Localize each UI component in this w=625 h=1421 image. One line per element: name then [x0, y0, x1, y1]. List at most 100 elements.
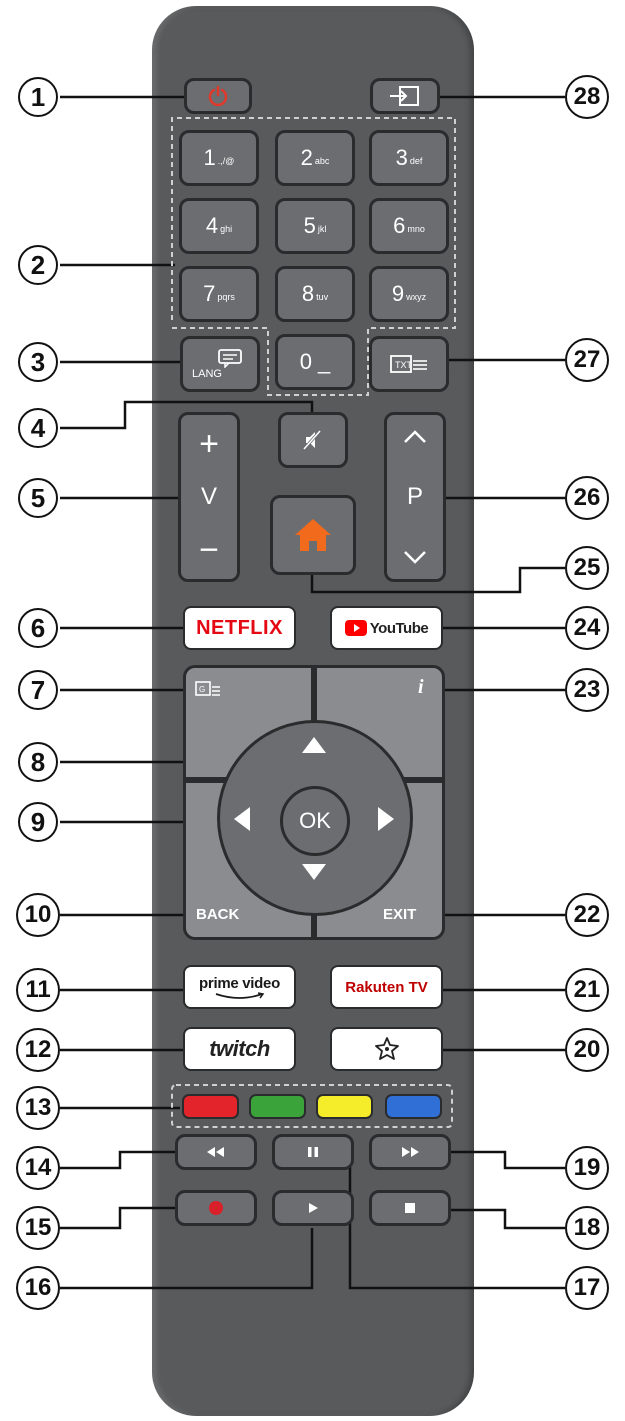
- callout-25: 25: [565, 546, 609, 590]
- my-button-icon: [374, 1037, 399, 1060]
- key-3-digit: 3: [395, 145, 408, 170]
- ok-button[interactable]: OK: [280, 786, 350, 856]
- source-button[interactable]: [370, 78, 440, 114]
- prime-smile-icon: [215, 991, 264, 999]
- pause-button[interactable]: [272, 1134, 354, 1170]
- key-7-letters: pqrs: [217, 292, 235, 302]
- key-8-letters: tuv: [316, 292, 329, 302]
- mute-button[interactable]: [278, 412, 348, 468]
- netflix-button[interactable]: NETFLIX: [183, 606, 296, 650]
- stop-button[interactable]: [369, 1190, 451, 1226]
- callout-7: 7: [18, 670, 58, 710]
- callout-13: 13: [16, 1086, 60, 1130]
- callout-2: 2: [18, 245, 58, 285]
- guide-icon: G: [195, 681, 220, 696]
- fast-forward-icon: [402, 1147, 419, 1157]
- youtube-logo: YouTube: [369, 619, 429, 637]
- callout-23: 23: [565, 668, 609, 712]
- program-rocker[interactable]: P: [384, 412, 446, 582]
- key-4-digit: 4: [205, 213, 219, 238]
- callout-22: 22: [565, 893, 609, 937]
- dpad-left-button[interactable]: [232, 805, 252, 833]
- callout-20: 20: [565, 1028, 609, 1072]
- callout-9: 9: [18, 802, 58, 842]
- green-key[interactable]: [249, 1094, 306, 1119]
- callout-28: 28: [565, 75, 609, 119]
- power-icon: [208, 85, 228, 107]
- key-1[interactable]: 1.,/@: [179, 130, 259, 186]
- lang-subtitle-icon: [218, 349, 242, 368]
- youtube-button[interactable]: YouTube: [330, 606, 443, 650]
- volume-label: V: [200, 483, 217, 510]
- home-button[interactable]: [270, 495, 356, 575]
- program-down-button[interactable]: [402, 549, 428, 565]
- key-6-letters: mno: [407, 224, 425, 234]
- youtube-play-icon: [344, 620, 367, 636]
- callout-10: 10: [16, 893, 60, 937]
- key-1-digit: 1: [203, 145, 216, 170]
- key-0-digit: 0: [299, 349, 312, 374]
- twitch-logo: twitch: [209, 1036, 270, 1061]
- yellow-key[interactable]: [316, 1094, 373, 1119]
- blue-key[interactable]: [385, 1094, 442, 1119]
- red-key[interactable]: [182, 1094, 239, 1119]
- key-5-letters: jkl: [317, 224, 327, 234]
- twitch-button[interactable]: twitch: [183, 1027, 296, 1071]
- callout-1: 1: [18, 77, 58, 117]
- home-icon: [295, 519, 331, 551]
- svg-text:G: G: [199, 685, 205, 694]
- play-button[interactable]: [272, 1190, 354, 1226]
- key-4-letters: ghi: [220, 224, 233, 234]
- rewind-icon: [207, 1147, 224, 1157]
- netflix-logo: NETFLIX: [196, 616, 283, 639]
- prime-video-logo: prime video: [199, 974, 280, 992]
- teletext-button[interactable]: TXT: [369, 336, 449, 392]
- ok-label: OK: [299, 808, 331, 833]
- prime-video-button[interactable]: prime video: [183, 965, 296, 1009]
- volume-down-button[interactable]: −: [199, 531, 219, 569]
- back-label: BACK: [196, 906, 240, 923]
- callout-17: 17: [565, 1266, 609, 1310]
- key-0[interactable]: 0_: [275, 334, 355, 390]
- callout-3: 3: [18, 342, 58, 382]
- callout-26: 26: [565, 476, 609, 520]
- callout-18: 18: [565, 1206, 609, 1250]
- volume-up-button[interactable]: +: [199, 425, 219, 463]
- program-up-button[interactable]: [402, 429, 428, 445]
- key-3-letters: def: [409, 156, 423, 166]
- my-button[interactable]: [330, 1027, 443, 1071]
- play-icon: [309, 1203, 318, 1213]
- key-8-digit: 8: [301, 281, 315, 306]
- callout-6: 6: [18, 608, 58, 648]
- key-5-digit: 5: [303, 213, 316, 238]
- rakuten-tv-button[interactable]: Rakuten TV: [330, 965, 443, 1009]
- fast-forward-button[interactable]: [369, 1134, 451, 1170]
- dpad-down-button[interactable]: [300, 862, 328, 882]
- callout-19: 19: [565, 1146, 609, 1190]
- callout-5: 5: [18, 478, 58, 518]
- callout-24: 24: [565, 606, 609, 650]
- callout-11: 11: [16, 968, 60, 1012]
- callout-4: 4: [18, 408, 58, 448]
- lang-button[interactable]: LANG: [180, 336, 260, 392]
- volume-rocker[interactable]: + V −: [178, 412, 240, 582]
- key-9-digit: 9: [391, 281, 405, 306]
- key-6-digit: 6: [393, 213, 406, 238]
- record-button[interactable]: [175, 1190, 257, 1226]
- rewind-button[interactable]: [175, 1134, 257, 1170]
- power-button[interactable]: [184, 78, 252, 114]
- callout-27: 27: [565, 338, 609, 382]
- callout-14: 14: [16, 1146, 60, 1190]
- dpad-up-button[interactable]: [300, 735, 328, 755]
- dpad-right-button[interactable]: [376, 805, 396, 833]
- record-icon: [209, 1201, 223, 1215]
